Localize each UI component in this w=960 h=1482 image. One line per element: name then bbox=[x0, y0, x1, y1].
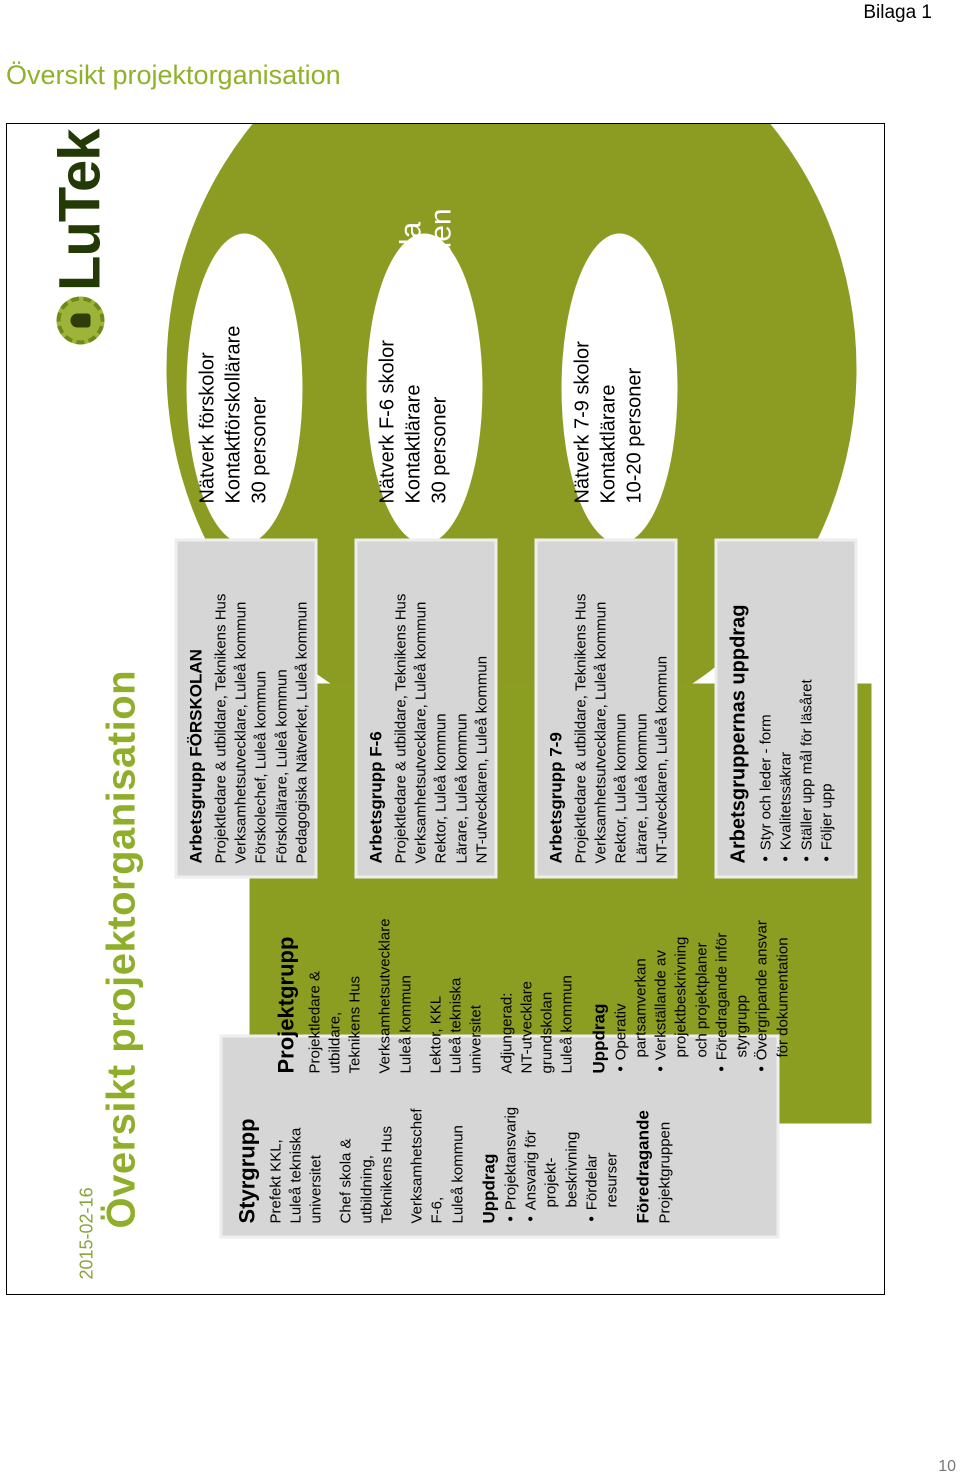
network-f6: Nätverk F-6 skolor Kontaktlärare 30 pers… bbox=[366, 233, 483, 544]
arbetsgrupp-f6: Arbetsgrupp F-6 Projektledare & utbildar… bbox=[354, 538, 498, 879]
slide-title: Översikt projektorganisation bbox=[99, 669, 144, 1229]
slide-date: 2015-02-16 bbox=[76, 1187, 97, 1280]
logo-text: LuTek bbox=[47, 129, 113, 292]
lutek-logo: LuTek bbox=[47, 129, 114, 345]
arbetsgrupp-79: Arbetsgrupp 7-9 Projektledare & utbildar… bbox=[534, 538, 678, 879]
org-chart-frame: 2015-02-16 Översikt projektorganisation … bbox=[6, 123, 885, 1295]
arbetsgrupp-forskolan: Arbetsgrupp FÖRSKOLAN Projektledare & ut… bbox=[174, 538, 318, 879]
org-chart-slide: 2015-02-16 Översikt projektorganisation … bbox=[7, 124, 884, 1294]
gear-keyhole-icon bbox=[56, 297, 104, 345]
attachment-label: Bilaga 1 bbox=[863, 2, 932, 23]
network-79: Nätverk 7-9 skolor Kontaktlärare 10-20 p… bbox=[561, 233, 678, 544]
styrgrupp-heading: Styrgrupp bbox=[234, 1118, 260, 1224]
arbetsgruppernas-uppdrag: Arbetsgruppernas uppdrag Styr och leder … bbox=[714, 538, 858, 879]
network-forskolor: Nätverk förskolor Kontaktförskollärare 3… bbox=[186, 233, 303, 544]
page-title: Översikt projektorganisation bbox=[6, 60, 341, 90]
page-number: 10 bbox=[938, 1458, 956, 1475]
